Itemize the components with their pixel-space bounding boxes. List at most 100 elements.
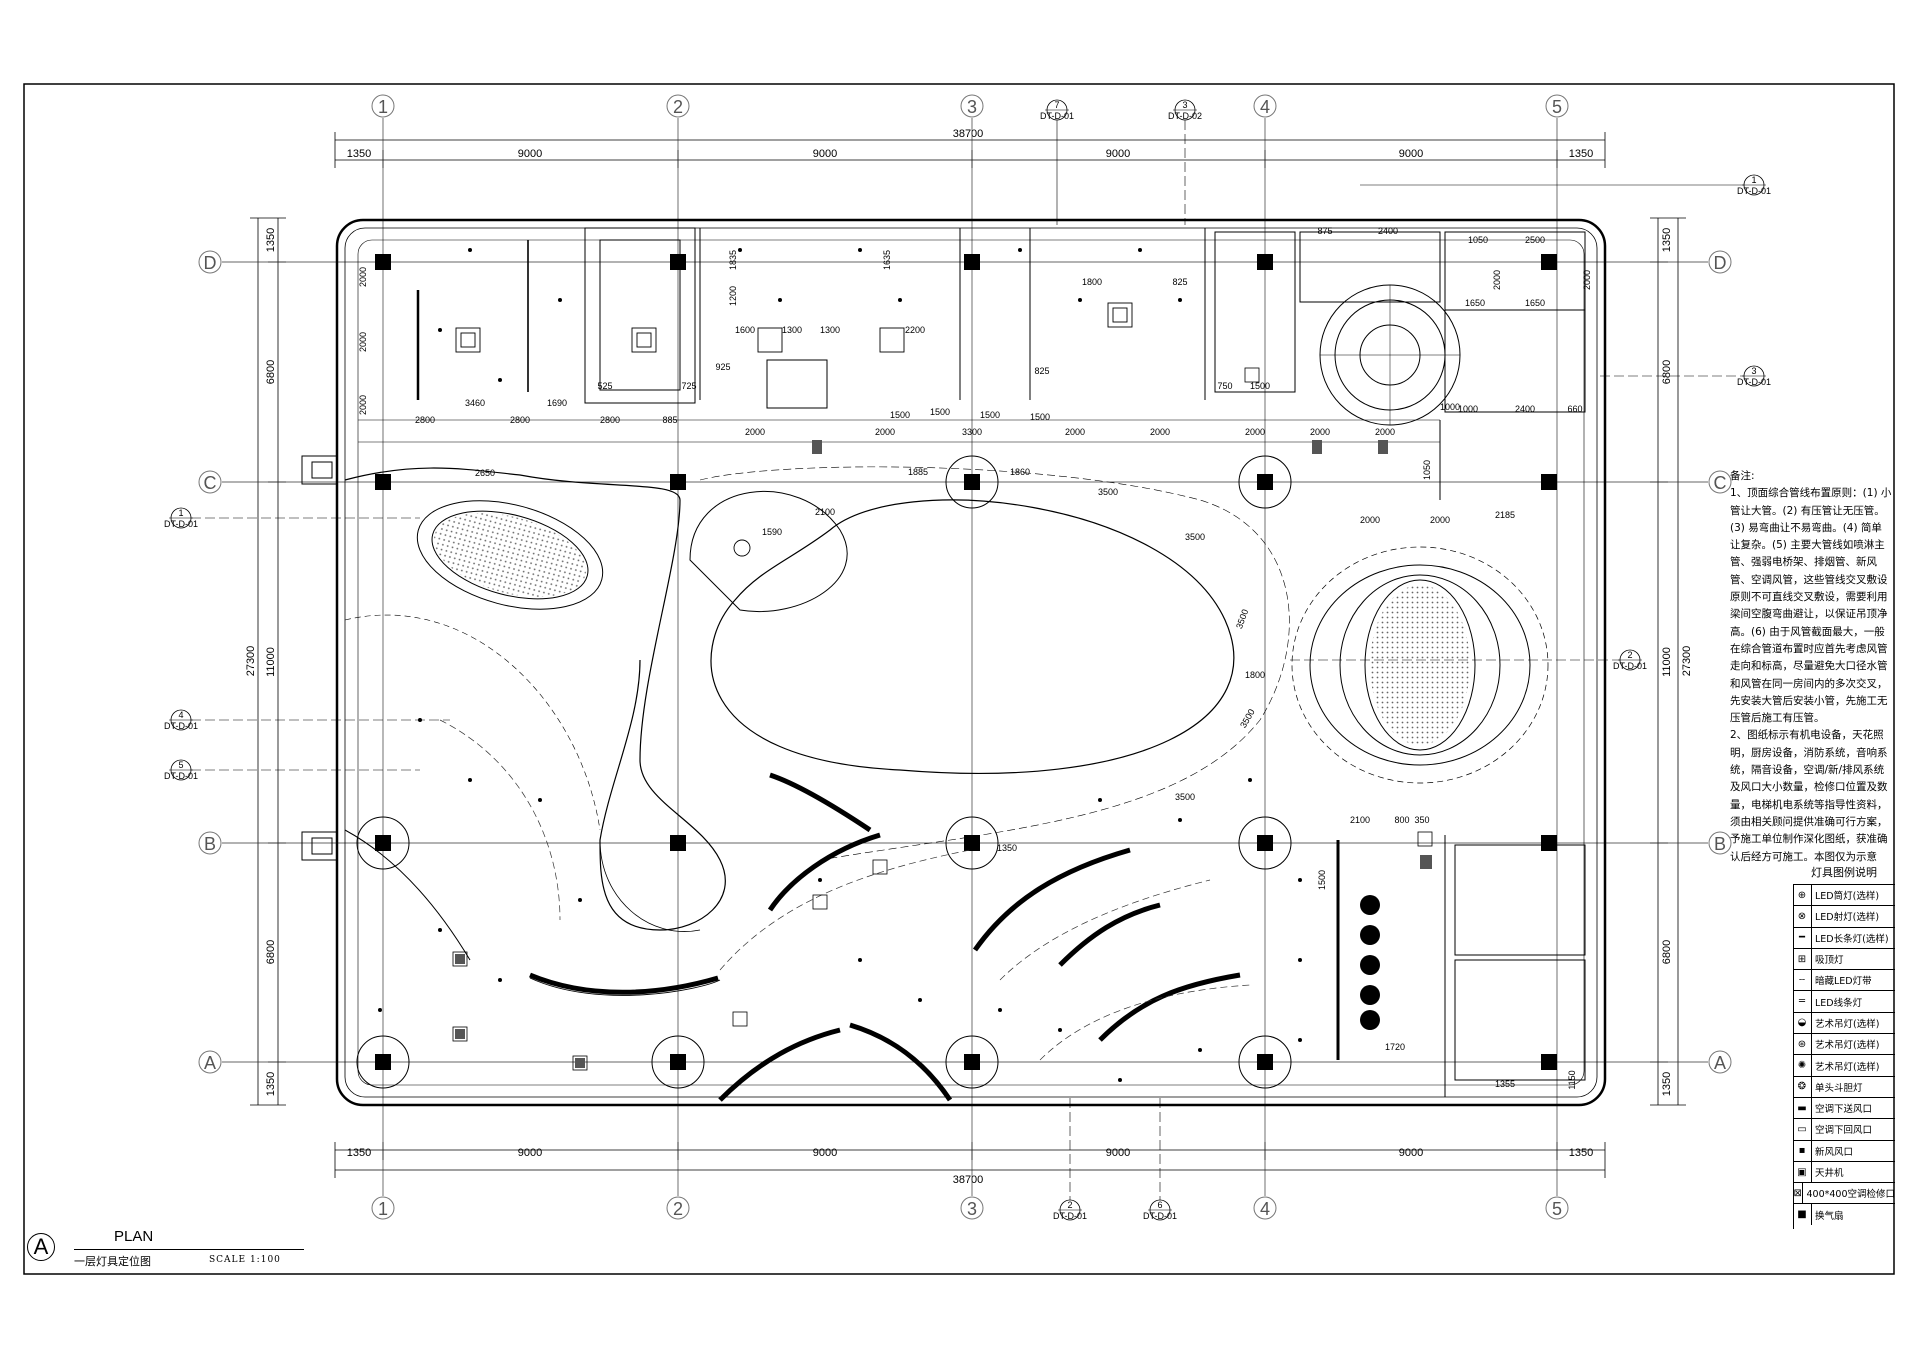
notes-item: 1、顶面综合管线布置原则：(1) 小管让大管。(2) 有压管让无压管。(3) 易… (1730, 487, 1892, 725)
legend-row: ⊗LED射灯(选样) (1793, 905, 1895, 927)
legend-row: ⊕LED筒灯(选样) (1793, 884, 1895, 906)
section-marker: 5DT-D-01 (164, 759, 420, 781)
dim-seg: 9000 (813, 148, 837, 160)
section-marker: 6DT-D-01 (1143, 1098, 1177, 1221)
legend-label: 单头斗胆灯 (1815, 1082, 1863, 1094)
plan-dim: 2000 (358, 267, 368, 287)
plan-dim: 1500 (930, 407, 950, 417)
svg-text:DT-D-01: DT-D-01 (1040, 111, 1074, 121)
plan-dim: 3500 (1175, 792, 1195, 802)
plan-dim: 1600 (735, 325, 755, 335)
plan-dim: 2000 (1492, 270, 1502, 290)
plan-dim: 2000 (1245, 427, 1265, 437)
svg-text:DT-D-01: DT-D-01 (164, 771, 198, 781)
legend-label: 艺术吊灯(选样) (1815, 1040, 1880, 1052)
grid-label: C (1714, 473, 1727, 493)
plan-dim: 2000 (1360, 515, 1380, 525)
plan-dim: 2185 (1495, 510, 1515, 520)
plan-dim: 1860 (1010, 467, 1030, 477)
legend-label: LED线条灯 (1815, 997, 1863, 1009)
plan-dim: 2000 (745, 427, 765, 437)
section-marker: 2DT-D-01 (1290, 649, 1647, 671)
legend-row: ═LED线条灯 (1793, 990, 1895, 1012)
dim-seg: 9000 (1106, 1147, 1130, 1159)
plan-dim: 1800 (1245, 670, 1265, 680)
legend-label: 空调下送风口 (1815, 1104, 1873, 1116)
dim-left-total: 27300 (245, 646, 257, 677)
plan-dim: 2100 (815, 507, 835, 517)
svg-text:DT-D-01: DT-D-01 (1613, 661, 1647, 671)
legend-label: 400*400空调检修口 (1806, 1189, 1895, 1201)
drawing-title-block: A PLAN 一层灯具定位图 SCALE 1:100 (24, 1228, 304, 1274)
dim-seg: 6800 (265, 940, 277, 964)
plan-dim: 1500 (1030, 412, 1050, 422)
led-strip-light-icon: ━ (1793, 927, 1812, 948)
plan-dim: 1835 (728, 250, 738, 270)
plan-dim: 1500 (1317, 870, 1327, 890)
plan-dim-labels: 2000 2000 2000 3460 1690 2800 2800 2800 … (358, 226, 1592, 1090)
plan-dim: 3460 (465, 398, 485, 408)
art-pendant-icon: ◒ (1793, 1012, 1812, 1034)
grid-label: 1 (378, 1199, 388, 1219)
column-rings (356, 455, 1292, 1089)
plan-dim: 1150 (1567, 1070, 1577, 1089)
plan-dim: 1590 (762, 527, 782, 537)
downlights (378, 248, 1302, 1082)
drawing-subtitle: 一层灯具定位图 (74, 1255, 151, 1268)
dim-seg: 1350 (1569, 1147, 1593, 1159)
plan-dim: 750 (1217, 381, 1232, 391)
grid-label: A (204, 1053, 216, 1073)
plan-dim: 1800 (1082, 277, 1102, 287)
notes-panel: 备注: 1、顶面综合管线布置原则：(1) 小管让大管。(2) 有压管让无压管。(… (1730, 468, 1892, 866)
plan-dim: 885 (662, 415, 677, 425)
single-grille-light-icon: ❂ (1793, 1076, 1812, 1097)
plan-dim: 2000 (1582, 270, 1592, 290)
plan-dim: 2650 (475, 468, 495, 478)
drawing-letter: A (27, 1233, 55, 1261)
legend-label: 暗藏LED灯带 (1815, 976, 1872, 988)
dim-seg: 9000 (1399, 1147, 1423, 1159)
plan-dim: 1885 (908, 467, 928, 477)
plan-dim: 3500 (1098, 487, 1118, 497)
plan-dim: 1300 (820, 325, 840, 335)
plan-dim: 660 (1567, 404, 1582, 414)
plan-dim: 925 (715, 362, 730, 372)
left-entries (301, 455, 338, 861)
section-marker: 3DT-D-01 (1600, 365, 1771, 387)
plan-dim: 1355 (1495, 1079, 1515, 1089)
grid-label: 5 (1552, 97, 1562, 117)
grid-label: 2 (673, 97, 683, 117)
svg-text:DT-D-01: DT-D-01 (1053, 1211, 1087, 1221)
legend-row: ⊛艺术吊灯(选样) (1793, 1033, 1895, 1055)
dim-seg: 1350 (1569, 148, 1593, 160)
access-panels (452, 367, 1433, 1071)
right-side-rooms (1336, 420, 1586, 1097)
svg-text:1: 1 (1751, 175, 1756, 185)
art-pendant-small-icon: ✺ (1793, 1055, 1812, 1076)
legend-row: ◒艺术吊灯(选样) (1793, 1011, 1895, 1034)
dim-seg: 1350 (347, 1147, 371, 1159)
dim-seg: 9000 (518, 148, 542, 160)
legend-row: ━LED长条灯(选样) (1793, 926, 1895, 948)
grid-label: D (1714, 253, 1727, 273)
dim-seg: 1350 (347, 148, 371, 160)
svg-text:6: 6 (1157, 1200, 1162, 1210)
grid-label: A (1714, 1053, 1726, 1073)
dim-seg: 1350 (1661, 1072, 1673, 1096)
grid-label: D (204, 253, 217, 273)
left-oval-hatch (434, 513, 586, 597)
legend-label: 艺术吊灯(选样) (1815, 1018, 1880, 1030)
svg-text:2: 2 (1627, 650, 1632, 660)
section-marker: 4DT-D-01 (164, 709, 450, 731)
plan-dim: 1000 (1440, 402, 1460, 412)
fan-pendants (1360, 895, 1380, 1030)
svg-text:1: 1 (178, 508, 183, 518)
plan-dim: 2800 (600, 415, 620, 425)
top-room-lights (455, 302, 1133, 353)
grid-label: 2 (673, 1199, 683, 1219)
led-downlight-icon: ⊕ (1793, 885, 1812, 906)
legend-frame (1793, 884, 1896, 1229)
dim-seg: 6800 (265, 360, 277, 384)
plan-dim: 725 (681, 381, 696, 391)
plan-dim: 1050 (1468, 235, 1488, 245)
